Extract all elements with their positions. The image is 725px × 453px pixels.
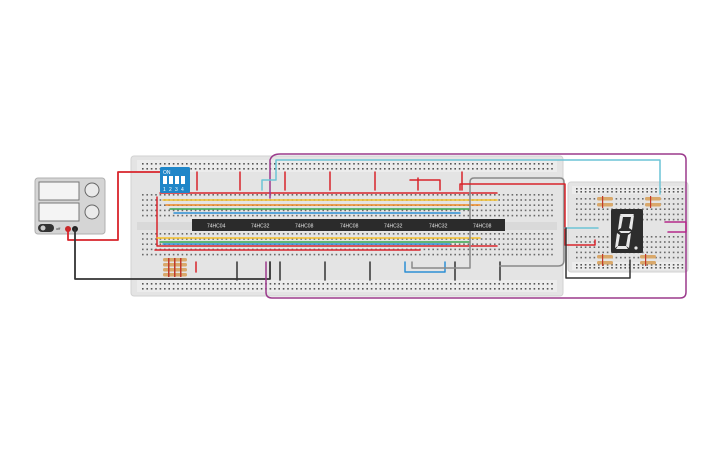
voltage-display [38, 181, 80, 201]
gray-wire [411, 177, 565, 269]
chip-label-2: 74HC32 [251, 224, 270, 230]
dip-pos-1: 1 [163, 187, 166, 193]
pulldown-resistors[interactable] [163, 258, 187, 277]
segments [615, 214, 638, 250]
chip-label-6: 74HC32 [429, 224, 448, 230]
red-bus-wire-1 [156, 196, 498, 247]
power-toggle-button[interactable] [38, 224, 54, 232]
dip-on-label: ON [163, 170, 171, 176]
chip-label-3: 74HC08 [295, 224, 314, 230]
dip-pos-4: 4 [181, 187, 184, 193]
wires[interactable] [67, 153, 687, 299]
dip-toggle-3[interactable] [175, 176, 179, 184]
supply-black-wire [74, 228, 271, 280]
dip-pos-2: 2 [169, 187, 172, 193]
dip-toggle-4[interactable] [181, 176, 185, 184]
power-toggle-label: off [56, 226, 61, 231]
voltage-knob[interactable] [84, 182, 100, 198]
seven-segment-display[interactable]: 8. [611, 209, 643, 253]
current-knob[interactable] [84, 204, 100, 220]
cyan-wire [261, 159, 661, 195]
supply-red-wire [67, 171, 161, 241]
dip-pos-3: 3 [175, 187, 178, 193]
power-supply[interactable]: off [34, 177, 106, 235]
dip-switch[interactable]: ON 1 2 3 4 [160, 167, 190, 193]
dip-toggle-2[interactable] [169, 176, 173, 184]
ic-chip-row[interactable]: 74HC04 74HC32 74HC08 74HC08 74HC32 74HC3… [192, 219, 505, 231]
current-display [38, 202, 80, 222]
dip-toggle-1[interactable] [163, 176, 167, 184]
chip-label-5: 74HC32 [384, 224, 403, 230]
segment-resistors[interactable] [597, 196, 661, 266]
chip-label-4: 74HC08 [340, 224, 359, 230]
chip-label-7: 74HC08 [473, 224, 492, 230]
chip-label-1: 74HC04 [207, 224, 226, 230]
